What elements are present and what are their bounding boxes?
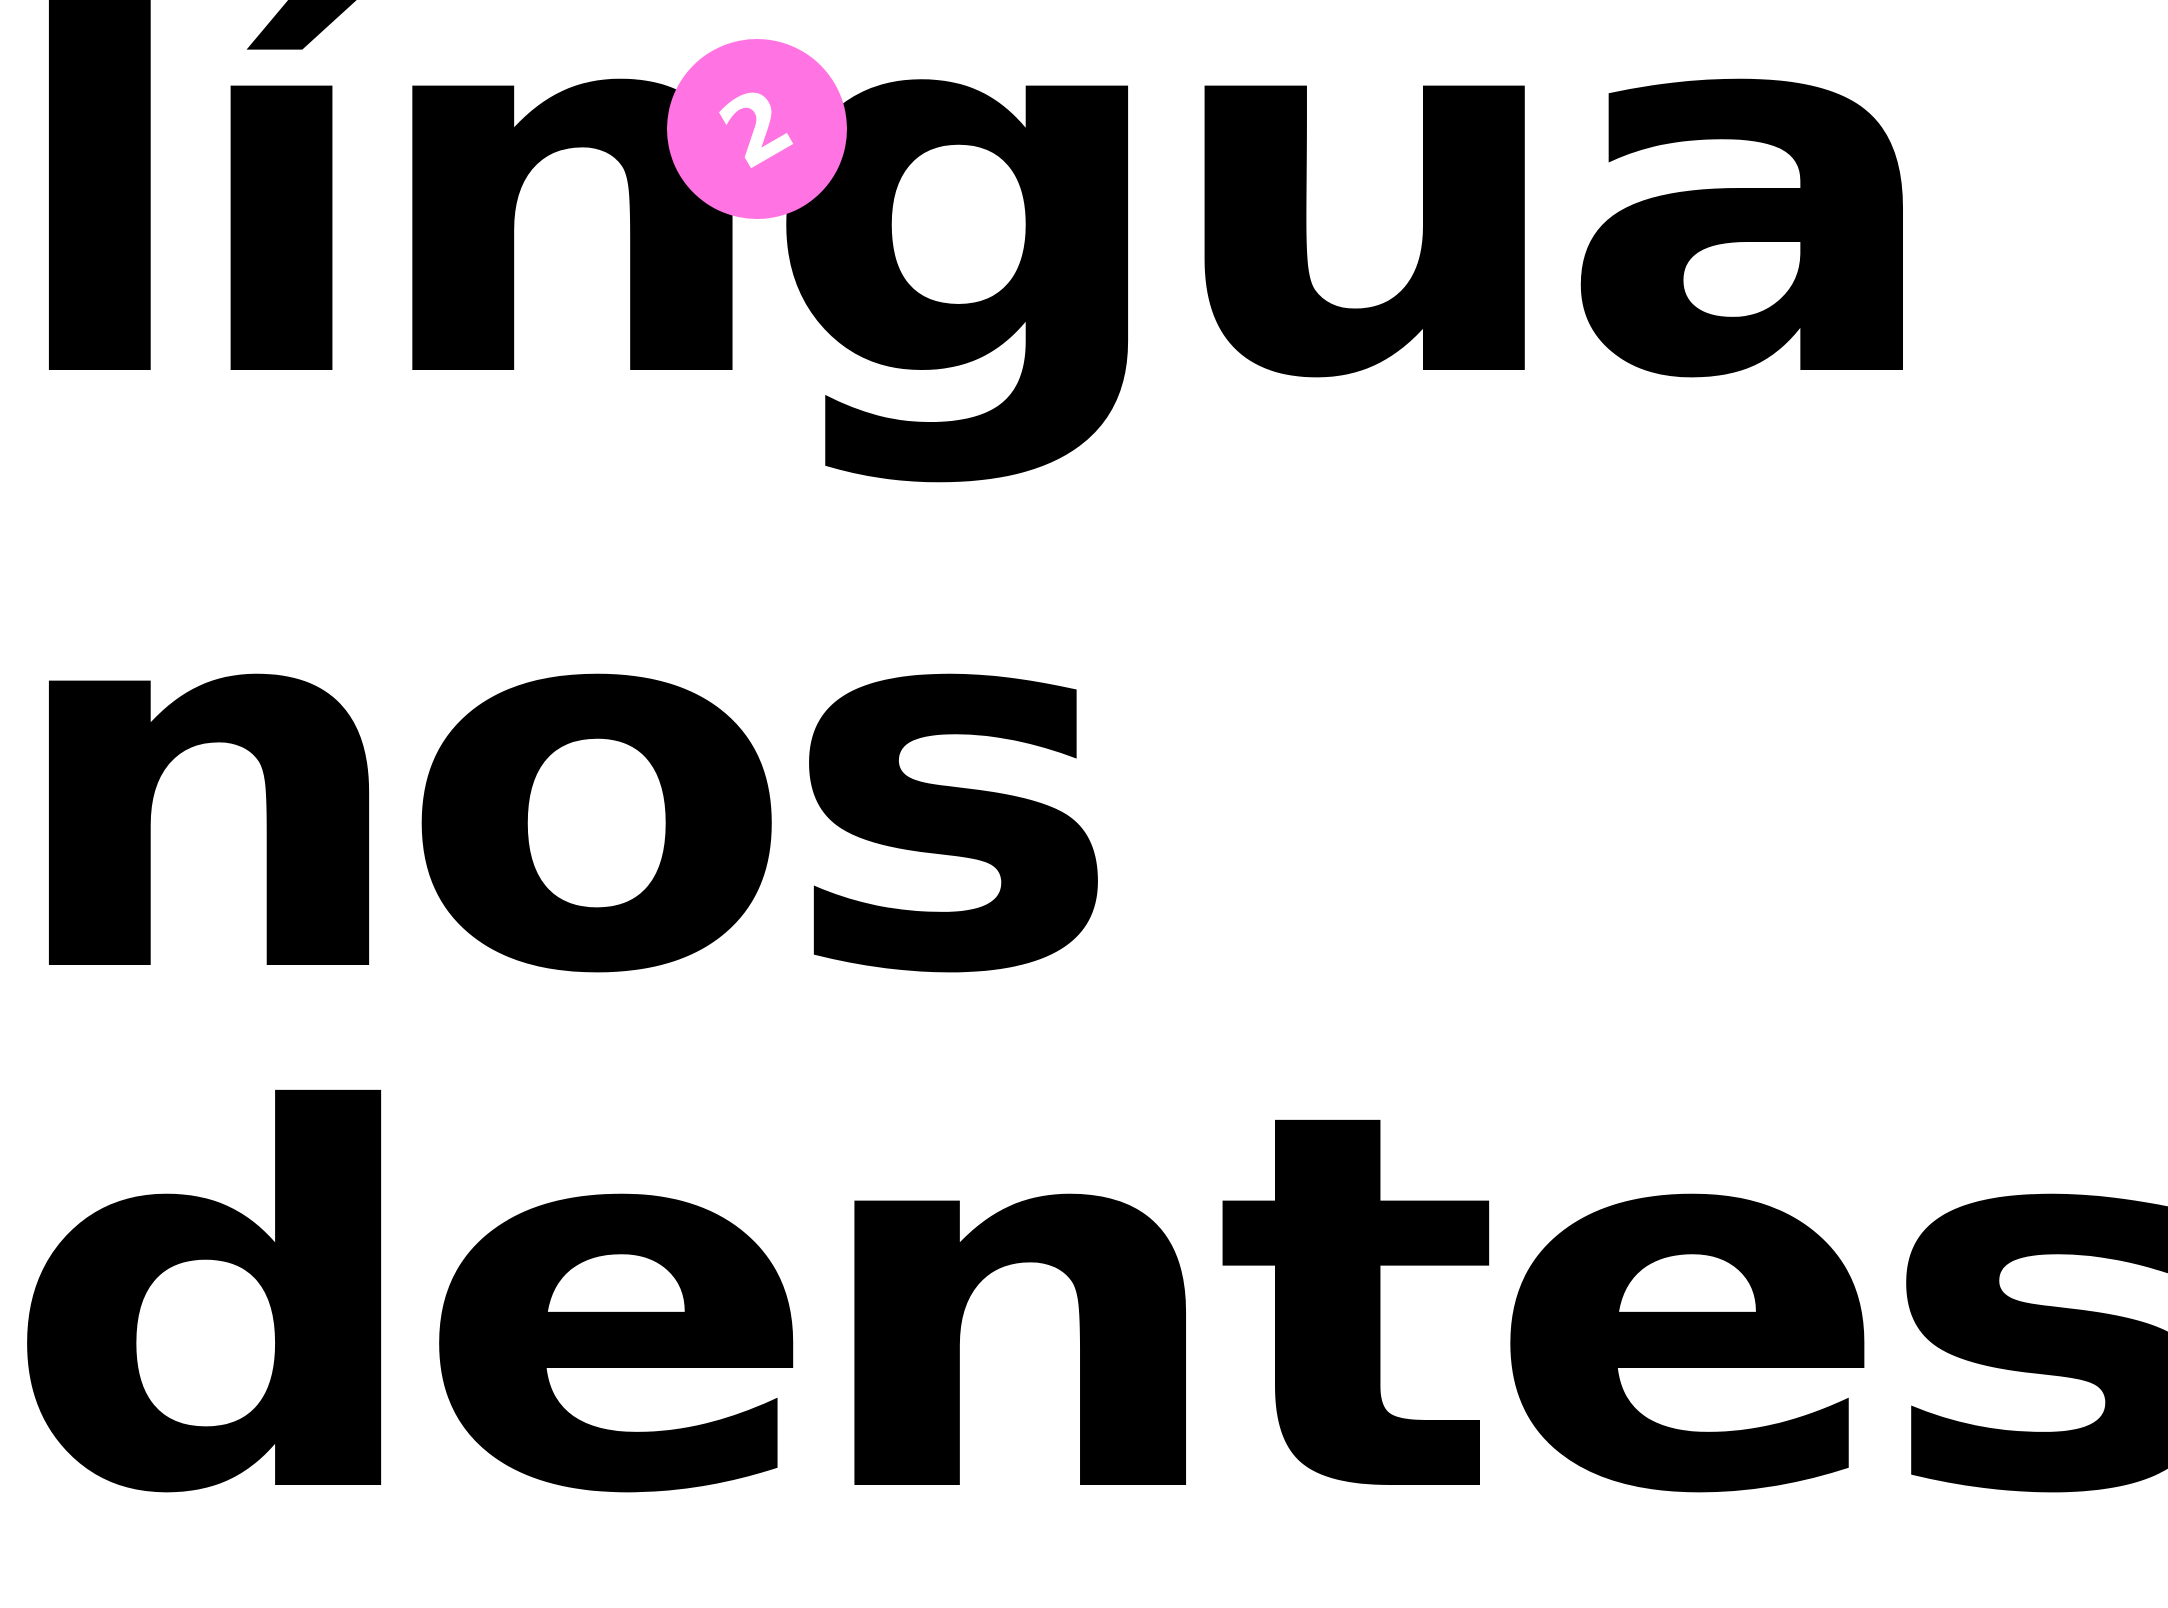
title-line-nos: nos — [0, 482, 1126, 1088]
poster: língua nos dentes 2 — [0, 0, 2168, 1565]
title-line-lingua: língua — [0, 0, 1949, 493]
title-line-dentes: dentes — [0, 1002, 2168, 1608]
badge-glyph: 2 — [702, 66, 812, 191]
pink-circle-badge: 2 — [667, 39, 847, 219]
